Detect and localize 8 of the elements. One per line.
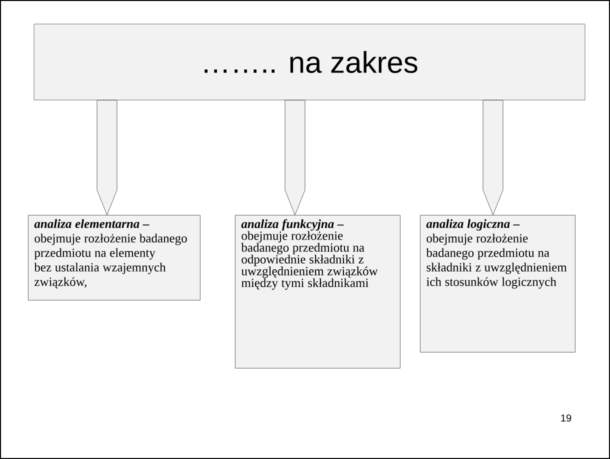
title-box: …….. na zakres [34,24,586,100]
description-box: analiza elementarna – obejmuje rozłożenie badanego przedmiotu na elementy bez ustalania wzajemnych związków, [28,215,200,300]
description-box: analiza logiczna – obejmuje rozłożenie badanego przedmiotu na składniki z uwzględnieniem ich stosunków logicznych [420,215,576,352]
description-box: analiza funkcyjna – obejmuje rozłożenie badanego przedmiotu na odpowiednie składniki z uwzględnieniem związków między tymi składnikami [235,215,400,368]
page-number: 19 [561,414,572,422]
pointer-arrow [284,100,306,216]
pointer-arrow [96,100,118,216]
pointer-arrow [482,100,504,216]
